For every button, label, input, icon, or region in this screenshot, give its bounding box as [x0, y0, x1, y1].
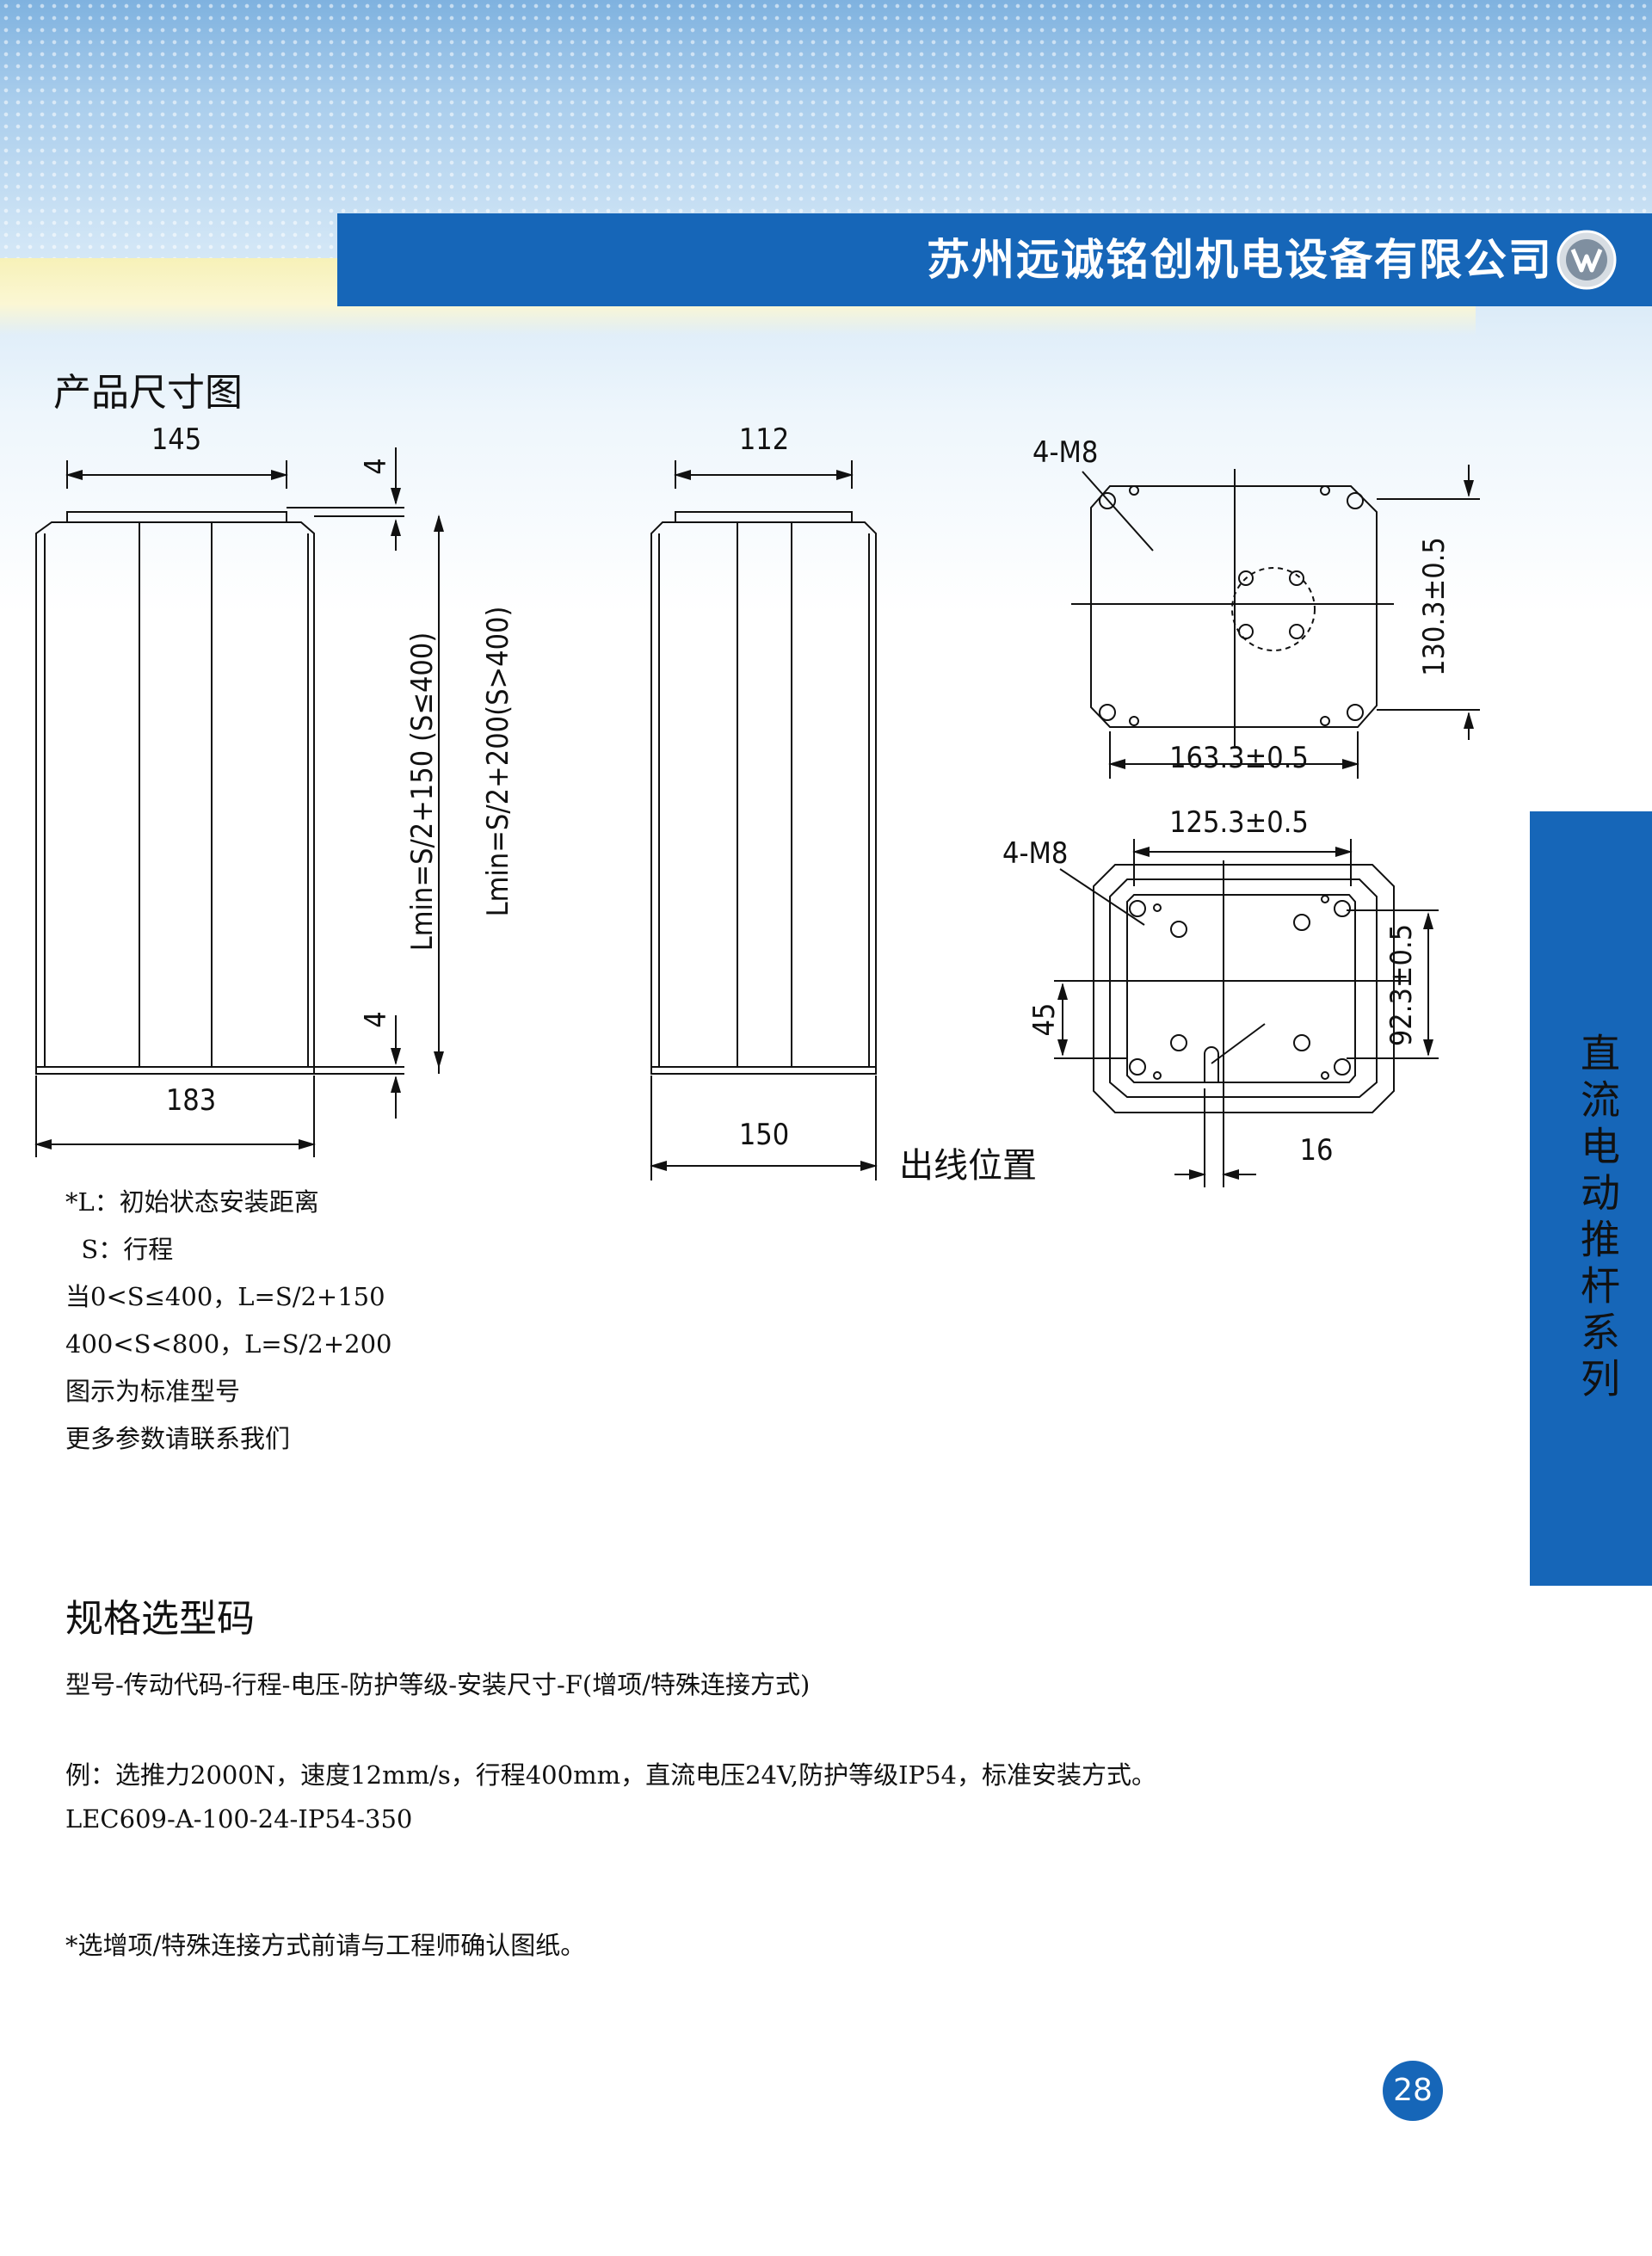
- label-wire-position: 出线位置: [899, 1146, 1037, 1186]
- dim-bottom-slot: 16: [1300, 1133, 1334, 1168]
- note-line: *L：初始状态安装距离: [65, 1187, 319, 1217]
- dim-front-gap-bottom: 4: [359, 1011, 393, 1027]
- side-tab-title: 直流电动推杆系列: [1575, 1032, 1621, 1404]
- dim-front-gap-top: 4: [359, 458, 393, 474]
- dim-top-height: 130.3±0.5: [1417, 537, 1452, 676]
- section-title-spec: 规格选型码: [65, 1597, 255, 1641]
- note-line: 当0<S≤400，L=S/2+150: [65, 1282, 385, 1311]
- dim-top-width: 163.3±0.5: [1169, 741, 1309, 775]
- note-line: 400<S<800，L=S/2+200: [65, 1329, 392, 1359]
- dim-length-2: Lmin=S/2+200(S>400): [481, 607, 515, 917]
- dimension-drawing: 145 183 4 4 Lmin=S/2+150 (S≤400) Lmin=S/…: [34, 422, 1480, 1187]
- note-line: S：行程: [65, 1235, 174, 1264]
- company-name: 苏州远诚铭创机电设备有限公司: [927, 235, 1553, 285]
- side-tab: [1530, 811, 1652, 1586]
- dim-bottom-width: 125.3±0.5: [1169, 805, 1309, 840]
- bottom-view: [1054, 839, 1439, 1187]
- spec-code-format: 型号-传动代码-行程-电压-防护等级-安装尺寸-F(增项/特殊连接方式): [65, 1670, 811, 1699]
- company-logo-icon: [1556, 230, 1617, 290]
- dim-bottom-height: 92.3±0.5: [1384, 924, 1419, 1046]
- dim-front-width-top: 145: [151, 422, 201, 457]
- dim-length-1: Lmin=S/2+150 (S≤400): [405, 632, 440, 952]
- note-line: 图示为标准型号: [65, 1377, 241, 1406]
- spec-example-code: LEC609-A-100-24-IP54-350: [65, 1804, 413, 1834]
- dim-side-width-top: 112: [739, 422, 789, 457]
- note-line: 更多参数请联系我们: [65, 1424, 291, 1453]
- side-view: [650, 460, 878, 1180]
- spec-footnote: *选增项/特殊连接方式前请与工程师确认图纸。: [65, 1931, 586, 1960]
- front-view: [34, 447, 444, 1157]
- dim-bottom-offset: 45: [1027, 1003, 1062, 1037]
- section-title-dimensions: 产品尺寸图: [53, 371, 243, 415]
- dim-front-width-bottom: 183: [166, 1083, 216, 1118]
- spec-example: 例：选推力2000N，速度12mm/s，行程400mm，直流电压24V,防护等级…: [65, 1760, 1156, 1790]
- header-bar: 苏州远诚铭创机电设备有限公司: [337, 213, 1652, 306]
- top-view: [1071, 465, 1480, 779]
- page-number: 28: [1383, 2061, 1443, 2121]
- label-top-thread: 4-M8: [1032, 435, 1098, 470]
- dim-side-width-bottom: 150: [739, 1118, 789, 1152]
- label-bottom-thread: 4-M8: [1002, 836, 1068, 871]
